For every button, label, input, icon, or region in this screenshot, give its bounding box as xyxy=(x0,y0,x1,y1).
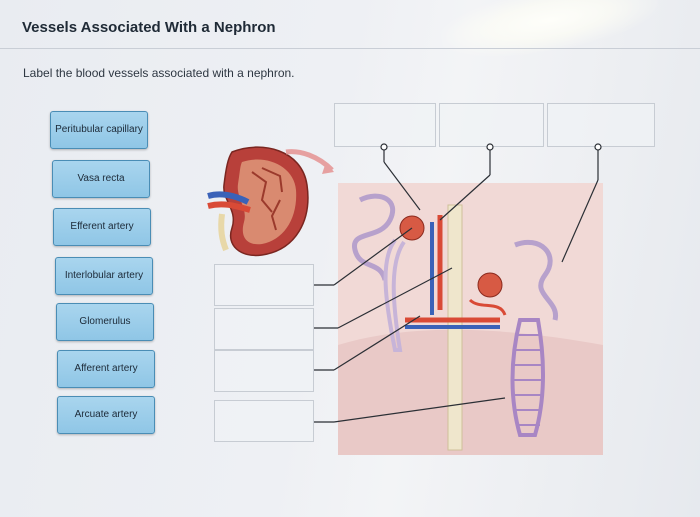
label-chip-arcuate-artery[interactable]: Arcuate artery xyxy=(57,396,155,434)
drop-target-top-3[interactable] xyxy=(547,103,655,147)
drop-target-top-2[interactable] xyxy=(439,103,544,147)
label-chip-interlobular-artery[interactable]: Interlobular artery xyxy=(55,257,153,295)
page-title: Vessels Associated With a Nephron xyxy=(22,19,276,36)
label-chip-peritubular-capillary[interactable]: Peritubular capillary xyxy=(50,111,148,149)
leader-lines xyxy=(314,143,602,423)
label-chip-glomerulus[interactable]: Glomerulus xyxy=(56,303,154,341)
label-chip-afferent-artery[interactable]: Afferent artery xyxy=(57,350,155,388)
title-divider xyxy=(0,48,700,49)
drop-target-left-3[interactable] xyxy=(214,350,314,392)
label-chip-efferent-artery[interactable]: Efferent artery xyxy=(53,208,151,246)
kidney-illustration xyxy=(207,146,334,257)
nephron-panel xyxy=(338,183,603,455)
label-chip-vasa-recta[interactable]: Vasa recta xyxy=(52,160,150,198)
drop-target-left-4[interactable] xyxy=(214,400,314,442)
drop-target-left-1[interactable] xyxy=(214,264,314,306)
drop-target-left-2[interactable] xyxy=(214,308,314,350)
instruction-text: Label the blood vessels associated with … xyxy=(23,66,295,80)
